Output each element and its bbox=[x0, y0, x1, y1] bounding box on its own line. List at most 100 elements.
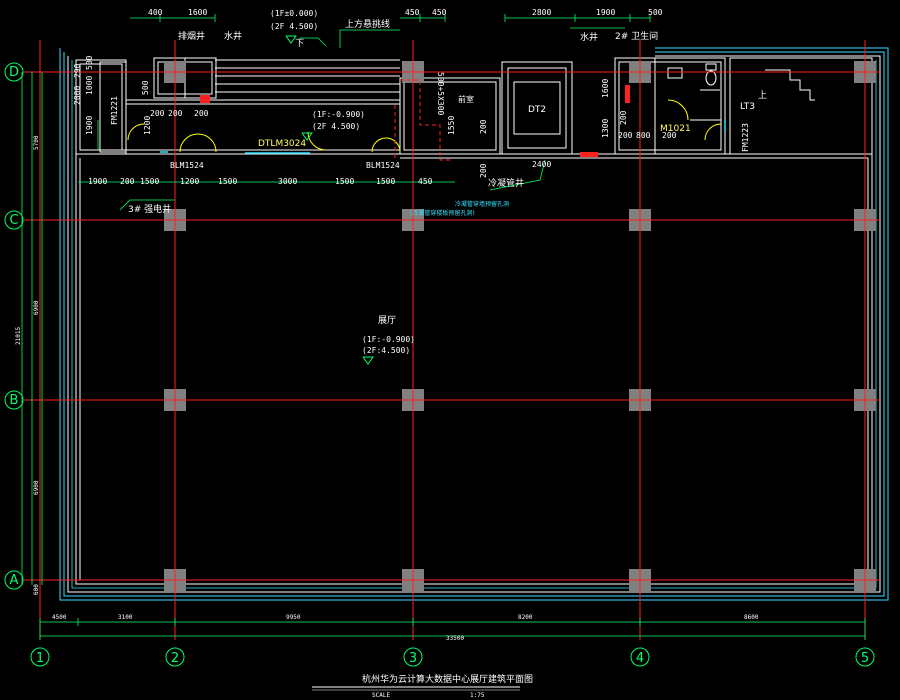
dim-right-4: 200 bbox=[618, 131, 633, 140]
axis-label-col-1: 1 bbox=[36, 651, 44, 666]
dim-small-1: 200 bbox=[168, 109, 183, 118]
dim-small-4: 1900 bbox=[85, 116, 94, 135]
scale-value: 1:75 bbox=[470, 692, 485, 699]
span-left-4: 600 bbox=[33, 584, 40, 595]
label-elevator: DT2 bbox=[528, 105, 546, 115]
title-block: 杭州华为云计算大数据中心展厅建筑平面图 SCALE 1:75 bbox=[312, 673, 533, 699]
dim-right-2: 1300 bbox=[601, 119, 610, 138]
dim-top-3: 450 bbox=[405, 8, 420, 17]
axis-bubble-row-C bbox=[4, 210, 24, 230]
dim-left-4: 2000 bbox=[73, 86, 82, 105]
cyan-note-2: (冷凝管穿楼板预留孔洞) bbox=[410, 209, 475, 217]
dim-bottom-3: 9950 bbox=[286, 614, 301, 621]
dim-left-1: 290 bbox=[73, 63, 82, 78]
axis-grid bbox=[24, 40, 880, 640]
label-level-top: (1F±0.000) bbox=[270, 9, 318, 18]
label-water-shaft-right: 水井 bbox=[580, 31, 598, 43]
dim-right-3: 200 bbox=[619, 110, 628, 125]
axis-bubble-row-A bbox=[4, 570, 24, 590]
label-smoke-shaft: 排烟井 bbox=[178, 30, 205, 42]
axis-label-row-D: D bbox=[9, 65, 19, 80]
hall-title: 展厅 bbox=[378, 315, 396, 326]
door-blm-right: BLM1524 bbox=[366, 161, 400, 170]
cyan-note-1: 冷凝管穿墙预留孔洞 bbox=[455, 200, 509, 208]
label-up: 上 bbox=[758, 90, 767, 101]
drawing-title: 杭州华为云计算大数据中心展厅建筑平面图 bbox=[362, 673, 533, 685]
axis-label-col-4: 4 bbox=[636, 651, 644, 666]
dim-top-4: 450 bbox=[432, 8, 447, 17]
label-duct: 冷凝管井 bbox=[488, 177, 524, 189]
label-level-mid-2f: (2F 4.500) bbox=[312, 122, 360, 131]
dim-bottom-5: 8600 bbox=[744, 614, 759, 621]
dim-top-1: 400 bbox=[148, 8, 163, 17]
axis-bubble-row-D bbox=[4, 62, 24, 82]
dim-mid-5: 1500 bbox=[218, 177, 237, 186]
top-dimension-texts: 400 1600 450 450 2800 1900 500 bbox=[148, 8, 663, 17]
dim-small-6: 200 bbox=[150, 109, 165, 118]
door-swings bbox=[127, 99, 722, 153]
dim-left-3: 500 bbox=[85, 55, 94, 70]
dim-right-1: 1600 bbox=[601, 79, 610, 98]
dim-right-5: 800 bbox=[636, 131, 651, 140]
dim-bottom-1: 4500 bbox=[52, 614, 67, 621]
bottom-dim-texts: 4500 3100 9950 8200 8600 33500 bbox=[52, 614, 759, 642]
axis-label-row-B: B bbox=[10, 393, 19, 408]
door-m1021: M1021 bbox=[660, 124, 691, 134]
dim-mid-8: 1500 bbox=[376, 177, 395, 186]
axis-bubble-row-B bbox=[4, 390, 24, 410]
lobby-dim-texts: 1550 200 200 2400 bbox=[447, 116, 551, 178]
axis-bubble-col-3 bbox=[403, 647, 423, 667]
building-outline bbox=[59, 47, 889, 601]
axis-label-row-C: C bbox=[9, 213, 18, 228]
door-dtlm: DTLM3024 bbox=[258, 139, 306, 149]
scale-label: SCALE bbox=[372, 692, 390, 699]
label-stair: LT3 bbox=[740, 102, 755, 112]
hall-level-2f: (2F:4.500) bbox=[362, 346, 410, 355]
dim-top-2: 1600 bbox=[188, 8, 207, 17]
dim-lobby-3: 200 bbox=[479, 163, 488, 178]
dim-lobby-4: 2400 bbox=[532, 160, 551, 169]
door-blm-left: BLM1524 bbox=[170, 161, 204, 170]
label-elec-shaft: 3# 强电井 bbox=[128, 203, 171, 215]
dim-bottom-4: 8200 bbox=[518, 614, 533, 621]
axis-bubble-col-2 bbox=[165, 647, 185, 667]
label-water-shaft-left: 水井 bbox=[224, 30, 242, 42]
left-dim-texts: 290 1000 500 2000 5700 6900 6900 600 210… bbox=[15, 55, 94, 595]
label-level-mid: (1F:-0.900) bbox=[312, 110, 365, 119]
toilet-fixtures bbox=[667, 63, 717, 86]
label-down: 下 bbox=[295, 39, 304, 49]
dim-mid-3: 1500 bbox=[140, 177, 159, 186]
dim-mid-6: 3000 bbox=[278, 177, 297, 186]
dim-left-2: 1000 bbox=[85, 76, 94, 95]
dim-bottom-2: 3100 bbox=[118, 614, 133, 621]
label-lobby-dim: 500+5X300 bbox=[436, 72, 445, 116]
dim-small-5: 500 bbox=[141, 80, 150, 95]
axis-label-row-A: A bbox=[10, 573, 19, 588]
door-fm1: FM1221 bbox=[110, 96, 119, 125]
dim-mid-4: 1200 bbox=[180, 177, 199, 186]
label-ramp: 上方悬挑线 bbox=[345, 18, 390, 30]
axis-label-col-3: 3 bbox=[409, 651, 417, 666]
dim-small-2: 200 bbox=[194, 109, 209, 118]
dashed-boundary bbox=[394, 79, 452, 161]
dim-bottom-total: 33500 bbox=[446, 635, 464, 642]
dim-mid-7: 1500 bbox=[335, 177, 354, 186]
label-level-top-2f: (2F 4.500) bbox=[270, 22, 318, 31]
dim-top-6: 1900 bbox=[596, 8, 615, 17]
dim-mid-9: 450 bbox=[418, 177, 433, 186]
span-left-total: 21015 bbox=[15, 327, 22, 345]
axis-bubble-col-1 bbox=[30, 647, 50, 667]
label-lobby-small: 前室 bbox=[458, 94, 474, 104]
right-dim-texts: 1600 1300 200 200 800 200 bbox=[601, 79, 677, 140]
dim-lobby-2: 200 bbox=[479, 119, 488, 134]
axis-label-col-2: 2 bbox=[171, 651, 179, 666]
dim-right-6: 200 bbox=[662, 131, 677, 140]
upper-rooms bbox=[75, 57, 873, 159]
span-left-2: 6900 bbox=[33, 300, 40, 315]
dim-mid-1: 1900 bbox=[88, 177, 107, 186]
dim-lobby-1: 1550 bbox=[447, 116, 456, 135]
corridor-dim-texts: 1900 200 1500 1200 1500 3000 1500 1500 4… bbox=[88, 177, 433, 186]
door-fm2: FM1223 bbox=[741, 123, 750, 152]
